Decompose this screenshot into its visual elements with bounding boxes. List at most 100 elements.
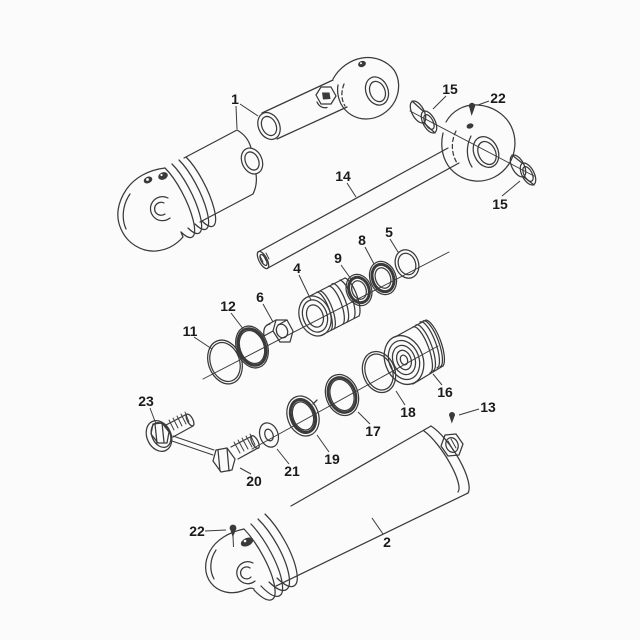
rod-top-edge	[257, 147, 449, 253]
cap-groove	[264, 513, 298, 588]
leader-line-part-23	[149, 407, 157, 425]
part-number-17: 17	[365, 423, 381, 439]
junction-hidden-line	[341, 83, 346, 107]
port-fitting-bore	[322, 92, 331, 100]
barrel-end-boss	[423, 430, 460, 493]
part-1-cylinder-assembly	[117, 56, 400, 252]
gland-tube-top-edge	[261, 79, 334, 114]
bolt-alignment-line	[171, 440, 214, 456]
ring-inner	[397, 252, 417, 276]
ring-outer	[324, 373, 360, 417]
gland-groove	[328, 285, 345, 325]
ring-band	[236, 327, 268, 367]
bolt-alignment-line	[172, 435, 215, 451]
ring-band	[370, 262, 396, 294]
part-16-piston	[383, 319, 446, 385]
part-number-1: 1	[231, 91, 239, 107]
piston-face-ring	[395, 349, 413, 371]
cap-groove	[257, 518, 291, 591]
plug-ball	[449, 412, 455, 418]
gland-tube-bottom-edge	[276, 106, 348, 140]
bushing-lower	[509, 154, 537, 186]
grease-hole-highlight	[360, 62, 362, 65]
leader-line-part-13	[458, 408, 480, 416]
grease-fitting-ball	[229, 524, 237, 532]
part-number-18: 18	[400, 404, 416, 420]
part-number-4: 4	[293, 260, 301, 276]
port-fitting-base	[316, 101, 328, 109]
piston-groove	[412, 326, 434, 374]
cap-groove	[178, 159, 210, 231]
ring-outer	[394, 249, 420, 279]
piston-bore	[399, 354, 409, 366]
rod-bottom-edge	[267, 162, 460, 269]
ring-inner	[351, 280, 367, 300]
barrel-bottom-edge	[275, 492, 469, 587]
leader-line-part-2	[371, 517, 384, 535]
part-8-u-cup-seal	[368, 260, 398, 296]
part-number-5: 5	[385, 224, 393, 240]
piston-top-edge	[394, 319, 427, 338]
part-5-retaining-ring	[394, 249, 420, 279]
grease-hole-highlight	[146, 178, 149, 181]
plug-stem	[449, 417, 455, 424]
eye-block-outline	[332, 56, 400, 120]
clevis-eye-arc	[236, 561, 256, 585]
ring-inner	[364, 353, 394, 391]
grease-fitting-stem	[469, 108, 475, 116]
part-17-piston-seal	[324, 373, 360, 417]
tube-mouth-bore	[244, 151, 260, 171]
cap-groove	[185, 156, 217, 228]
leader-line-part-14	[346, 182, 357, 198]
port-nut-bore	[445, 437, 459, 453]
part-number-22: 22	[189, 523, 205, 539]
leader-line-part-1	[239, 103, 259, 117]
rod-end-bore	[259, 253, 268, 267]
barrel-top-edge	[290, 425, 432, 507]
piston-end	[425, 319, 446, 367]
part-13-plug	[449, 412, 455, 424]
gland-groove	[331, 283, 350, 323]
leader-line-part-8	[364, 246, 375, 265]
part-9-seal-ring	[345, 273, 373, 307]
bolt-tip	[250, 435, 260, 449]
piston-groove	[415, 324, 437, 372]
ring-outer	[235, 325, 269, 369]
gland-groove	[319, 290, 336, 330]
port-nut-hex	[440, 433, 464, 457]
gland-face-ring	[301, 299, 329, 333]
gland-groove	[316, 291, 333, 331]
barrel-end	[430, 425, 470, 494]
grease-fitting-ball	[468, 102, 476, 110]
eye-hole	[364, 76, 390, 106]
part-number-6: 6	[256, 289, 264, 305]
bolt-head-facets	[217, 447, 230, 472]
eye-hole-bore	[477, 140, 497, 166]
leader-line-part-1	[235, 105, 238, 130]
gland-bottom-edge	[321, 315, 360, 336]
tube-bottom-edge	[199, 193, 254, 223]
gland-eye-half	[257, 56, 400, 141]
ring-band	[347, 275, 371, 305]
piston-groove	[419, 321, 441, 369]
part-4-rod-gland	[298, 277, 361, 337]
part-number-16: 16	[437, 384, 453, 400]
part-number-13: 13	[480, 399, 496, 415]
leader-line-part-16	[432, 373, 443, 386]
part-21-washer	[258, 422, 280, 448]
upper-seal-group	[207, 249, 420, 385]
tube-mouth	[240, 147, 264, 175]
ring-outer	[361, 350, 397, 394]
part-number-8: 8	[358, 232, 366, 248]
part-14-piston-rod	[256, 147, 460, 270]
part-number-19: 19	[324, 451, 340, 467]
part-number-2: 2	[383, 534, 391, 550]
part-12-o-ring	[235, 325, 269, 369]
part-number-11: 11	[183, 323, 198, 339]
leader-line-part-21	[276, 448, 290, 465]
tube-end-curve	[236, 129, 252, 149]
